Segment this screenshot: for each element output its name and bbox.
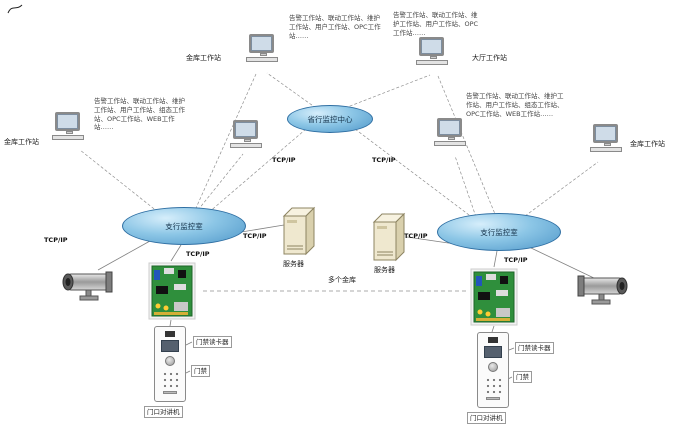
access-controller-board-left: [148, 262, 196, 324]
workstation-top-right: [416, 37, 450, 73]
monitor-icon: [419, 37, 444, 56]
workstation-mid-left-inner: [230, 120, 264, 156]
speaker-icon: [165, 356, 175, 366]
server-left-label: 服务器: [283, 260, 304, 268]
workstation-top-left: [246, 34, 280, 70]
annotation-top-left: 告警工作站、联动工作站、维护工作站、用户工作站、OPC工作站……: [289, 14, 381, 40]
tcpip-label: TCP/IP: [504, 256, 528, 264]
monitor-icon: [593, 124, 618, 143]
cctv-camera-left: [56, 266, 120, 310]
server-right-label: 服务器: [374, 266, 395, 274]
door-station-right: [477, 332, 509, 408]
pcb-icon: [470, 268, 518, 326]
network-center-label: 省行监控中心: [307, 114, 353, 124]
annotation-mid-left: 告警工作站、联动工作站、维护工作站、用户工作站、组态工作站、OPC工作站、WEB…: [94, 97, 185, 132]
callout-door-right: 门禁: [513, 371, 532, 384]
tcpip-label: TCP/IP: [372, 156, 396, 164]
tcpip-label: TCP/IP: [404, 232, 428, 240]
callout-card-reader-right: 门禁读卡器: [515, 342, 554, 355]
label-vault-workstation-right: 金库工作站: [630, 140, 665, 148]
access-controller-board-right: [470, 268, 518, 330]
server-icon: [372, 212, 406, 262]
keyboard-icon: [230, 143, 262, 148]
corner-mark: [7, 4, 23, 14]
network-center-monitor-center: 省行监控中心: [287, 105, 373, 133]
display-icon: [484, 346, 502, 358]
camera-icon: [62, 271, 113, 301]
callout-door-left: 门禁: [191, 365, 210, 378]
server-left: [280, 206, 316, 262]
card-slot-icon: [486, 397, 500, 400]
card-slot-icon: [163, 391, 177, 394]
keypad-icon: [484, 376, 502, 394]
annotation-top-right: 告警工作站、联动工作站、维护工作站、用户工作站、OPC工作站……: [393, 11, 479, 37]
camera-icon: [577, 275, 628, 305]
callout-intercom-right: 门口对讲机: [467, 412, 506, 425]
label-vault-workstation-top: 金库工作站: [186, 54, 221, 62]
reader-window-icon: [165, 331, 175, 337]
speaker-icon: [488, 362, 498, 372]
network-branch-right: 支行监控室: [437, 213, 561, 251]
keyboard-icon: [52, 135, 84, 140]
server-icon: [282, 206, 316, 256]
pcb-icon: [148, 262, 196, 320]
workstation-mid-left-outer: [52, 112, 86, 148]
reader-window-icon: [488, 337, 498, 343]
keyboard-icon: [416, 60, 448, 65]
callout-card-reader-left: 门禁读卡器: [193, 336, 232, 349]
cctv-camera-right: [570, 270, 634, 314]
label-hall-workstation-top: 大厅工作站: [472, 54, 507, 62]
label-vault-workstation-left: 金库工作站: [4, 138, 39, 146]
monitor-icon: [233, 120, 258, 139]
network-left-label: 支行监控室: [165, 221, 203, 231]
annotation-mid-right: 告警工作站、联动工作站、维护工作站、用户工作站、组态工作站、OPC工作站、WEB…: [466, 92, 564, 118]
multiple-vaults-note: 多个金库: [328, 276, 356, 284]
tcpip-label: TCP/IP: [272, 156, 296, 164]
callout-intercom-left: 门口对讲机: [144, 406, 183, 419]
keyboard-icon: [246, 57, 278, 62]
workstation-mid-right-outer: [590, 124, 624, 160]
monitor-icon: [55, 112, 80, 131]
door-station-left: [154, 326, 186, 402]
keyboard-icon: [590, 147, 622, 152]
monitor-icon: [437, 118, 462, 137]
tcpip-label: TCP/IP: [44, 236, 68, 244]
workstation-mid-right-inner: [434, 118, 468, 154]
network-right-label: 支行监控室: [480, 227, 518, 237]
display-icon: [161, 340, 179, 352]
tcpip-label: TCP/IP: [243, 232, 267, 240]
monitor-icon: [249, 34, 274, 53]
keyboard-icon: [434, 141, 466, 146]
keypad-icon: [161, 370, 179, 388]
network-branch-left: 支行监控室: [122, 207, 246, 245]
tcpip-label: TCP/IP: [186, 250, 210, 258]
server-right: [370, 212, 406, 268]
